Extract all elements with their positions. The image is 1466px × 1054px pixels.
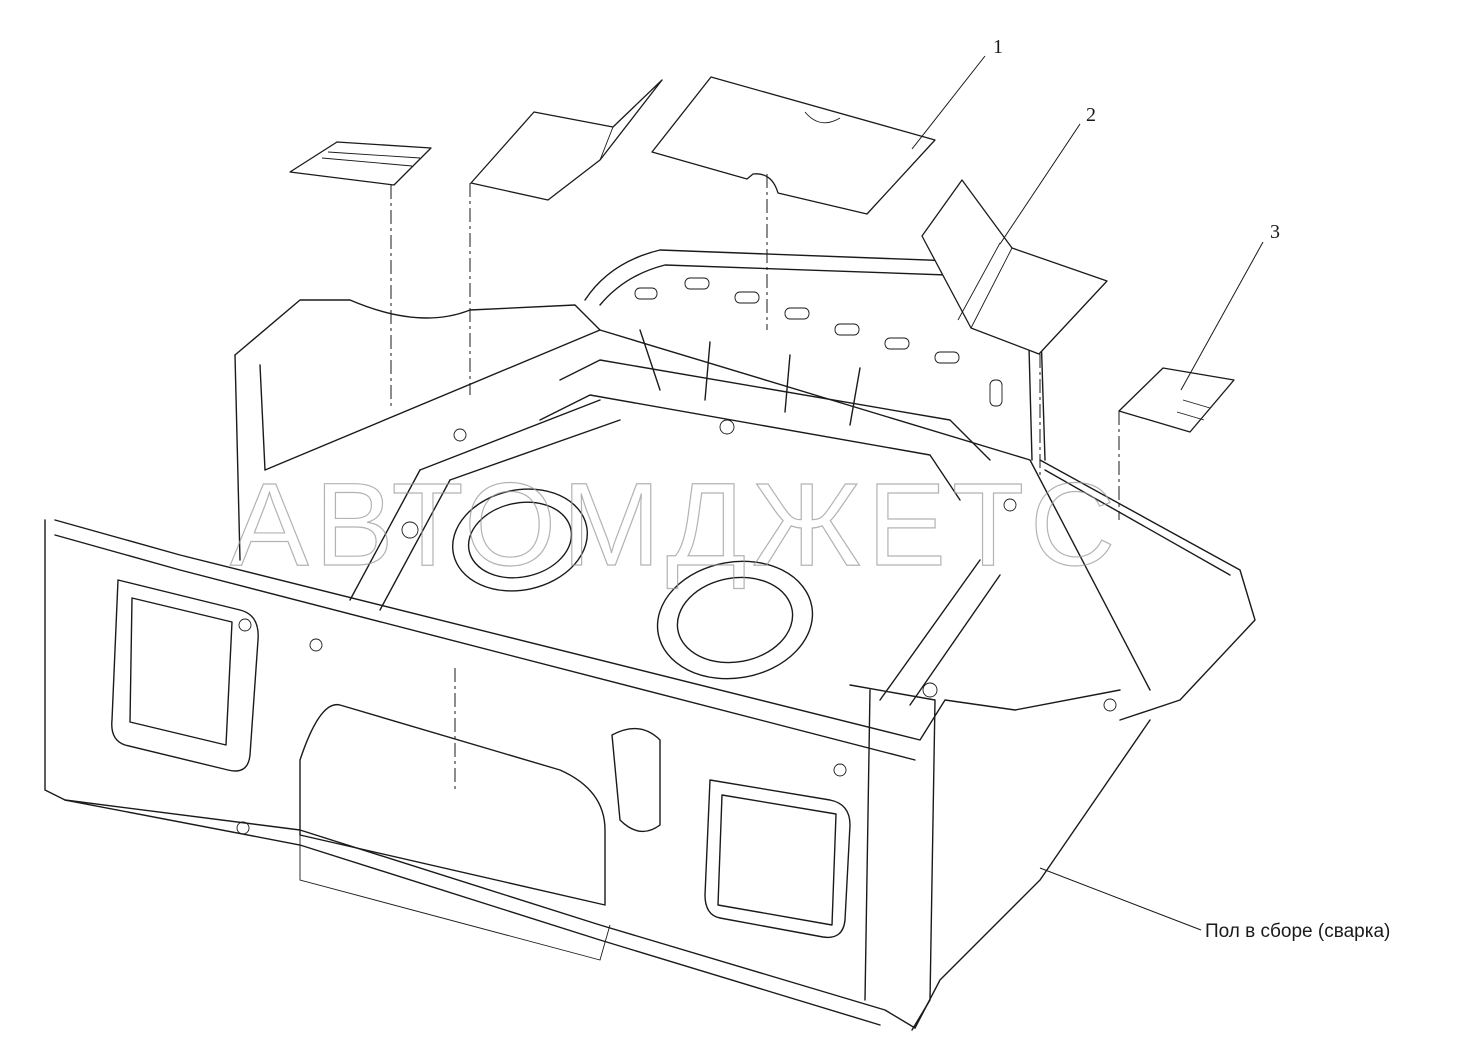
- assembly-lines: [390, 174, 1120, 790]
- insulation-pads: [289, 76, 1235, 433]
- callout-2: 2: [1086, 104, 1096, 126]
- callouts: 1 2 3 Пол в сборе (сварка): [911, 36, 1390, 942]
- pad-folded-left: [470, 79, 663, 201]
- assembly-label: Пол в сборе (сварка): [1205, 921, 1390, 942]
- pad-folded-right: [921, 179, 1108, 355]
- fastener-holes: [236, 419, 1117, 835]
- pad-small-left: [289, 141, 432, 186]
- wheel-wells: [451, 488, 814, 680]
- callout-3: 3: [1270, 221, 1280, 243]
- callout-1: 1: [993, 36, 1003, 58]
- watermark-text: АВТОМДЖЕТС: [230, 459, 1121, 591]
- rim-slots: [634, 277, 1003, 407]
- pad-large-center: [651, 76, 936, 215]
- floor-assembly-body: [44, 249, 1256, 1031]
- pad-small-right: [1118, 367, 1235, 433]
